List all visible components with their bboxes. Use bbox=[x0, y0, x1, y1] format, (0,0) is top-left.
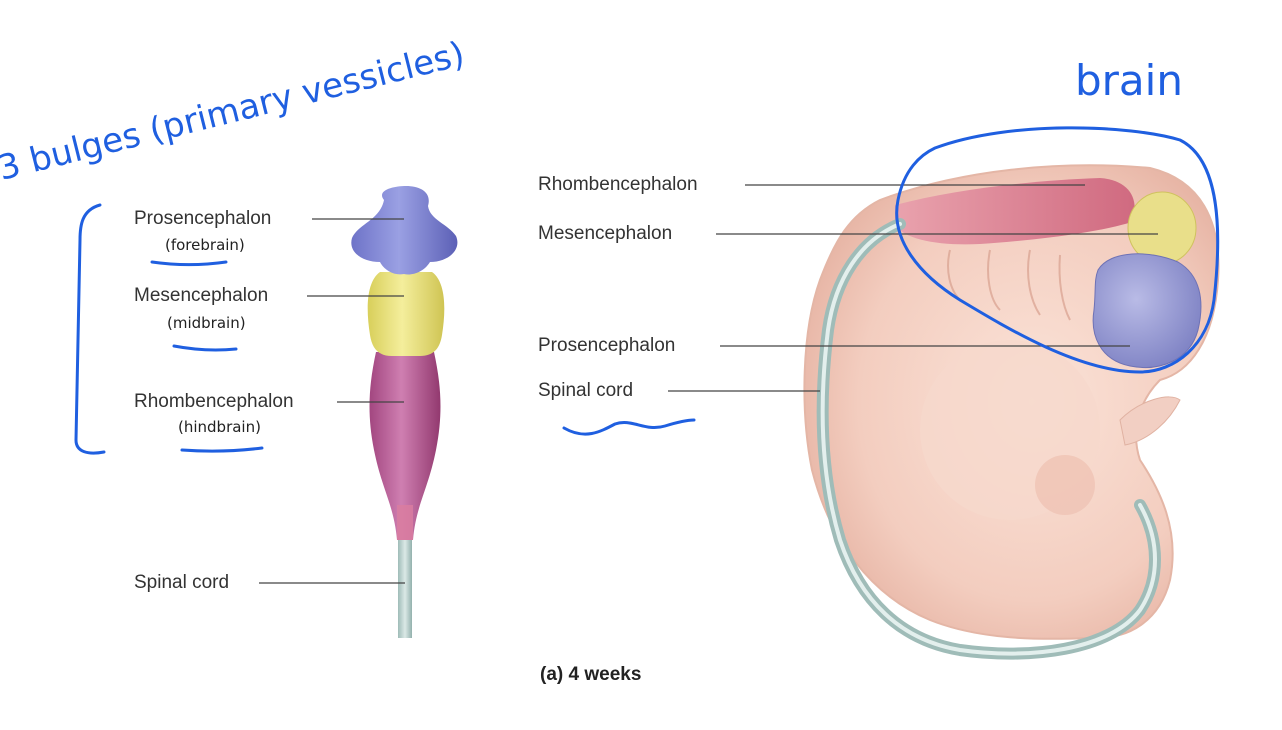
spinal-cord-segment bbox=[398, 538, 412, 638]
midbrain-segment bbox=[367, 272, 445, 356]
label-spinal-cord-right: Spinal cord bbox=[538, 380, 634, 401]
label-midbrain: (midbrain) bbox=[167, 314, 246, 332]
rhombencephalon-region bbox=[895, 178, 1135, 245]
brain-circle bbox=[895, 126, 1220, 374]
left-leader-lines bbox=[259, 218, 405, 584]
label-mesencephalon-right: Mesencephalon bbox=[538, 223, 673, 244]
squiggle-spinal-cord bbox=[562, 418, 696, 436]
mesencephalon-region bbox=[1127, 191, 1197, 265]
underline-hindbrain bbox=[180, 446, 264, 453]
bracket-mark bbox=[74, 203, 106, 455]
prosencephalon-region bbox=[1092, 253, 1202, 368]
neural-tube-left bbox=[351, 186, 458, 638]
embryo-right bbox=[803, 164, 1220, 660]
label-hindbrain: (hindbrain) bbox=[178, 418, 261, 436]
underline-forebrain bbox=[150, 260, 228, 267]
ink-strokes bbox=[74, 126, 1220, 455]
hindbrain-segment bbox=[369, 352, 441, 540]
forebrain-segment bbox=[351, 186, 458, 275]
label-rhombencephalon-right: Rhombencephalon bbox=[538, 174, 698, 195]
label-prosencephalon-left: Prosencephalon bbox=[134, 208, 272, 229]
right-leader-lines bbox=[668, 184, 1158, 392]
label-rhombencephalon-left: Rhombencephalon bbox=[134, 391, 294, 412]
hindbrain-lower-pink bbox=[397, 505, 413, 540]
label-mesencephalon-left: Mesencephalon bbox=[134, 285, 269, 306]
handwritten-brain-note: brain bbox=[1075, 56, 1183, 105]
label-spinal-cord-left: Spinal cord bbox=[134, 572, 230, 593]
label-prosencephalon-right: Prosencephalon bbox=[538, 335, 676, 356]
limb-bud bbox=[1119, 396, 1181, 446]
figure-caption: (a) 4 weeks bbox=[540, 664, 642, 685]
underline-midbrain bbox=[172, 344, 238, 352]
label-forebrain: (forebrain) bbox=[165, 236, 245, 254]
